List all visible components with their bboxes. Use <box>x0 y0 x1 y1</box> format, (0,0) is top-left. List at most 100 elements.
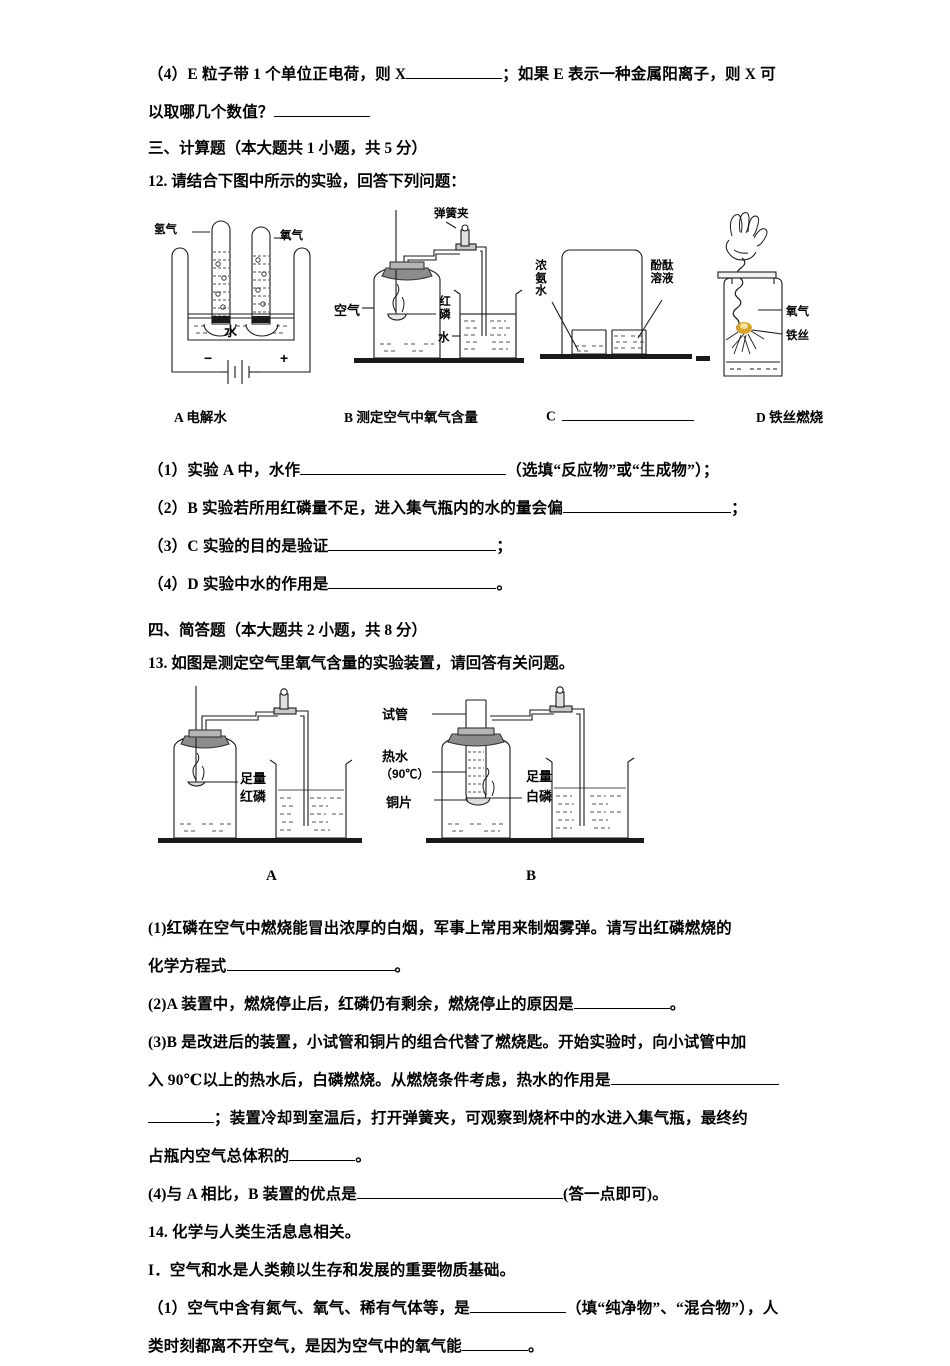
figure-q13-captions: A B <box>148 868 820 890</box>
label-iron-wire: 铁丝 <box>786 330 809 342</box>
answer-blank[interactable] <box>561 406 694 421</box>
figure-q12-apparatus-c: 浓氨水 酚酞溶液 <box>530 238 700 388</box>
answer-blank[interactable] <box>300 459 507 475</box>
q14-item-1-pre: （1）空气中含有氮气、氧气、稀有气体等，是 <box>148 1300 470 1317</box>
section-heading-4: 四、简答题（本大题共 2 小题，共 8 分） <box>148 622 428 639</box>
caption-apparatus-a: A <box>266 868 277 884</box>
question-11-item-4-cont: 以取哪几个数值？ <box>148 94 820 132</box>
answer-blank[interactable] <box>226 955 395 971</box>
q13-item-3-end: 。 <box>355 1148 372 1165</box>
answer-blank[interactable] <box>328 573 497 589</box>
label-hot-water: 热水 <box>382 749 409 764</box>
label-water: 水 <box>224 324 238 339</box>
label-oxygen: 氧气 <box>280 230 303 242</box>
q14-item-1-end: 。 <box>528 1338 544 1355</box>
q12-item-2-post: ； <box>731 500 747 517</box>
label-red-phosphorus: 红磷 <box>439 296 451 321</box>
figure-q12-apparatus-d: 氧气 铁丝 <box>696 206 826 396</box>
label-water-b: 水 <box>438 332 450 344</box>
answer-blank[interactable] <box>610 1069 779 1085</box>
answer-blank[interactable] <box>328 535 497 551</box>
label-test-tube: 试管 <box>382 707 409 722</box>
q12-item-2-pre: （2）B 实验若所用红磷量不足，进入集气瓶内的水的量会偏 <box>148 500 564 517</box>
q11-line1-post: ；如果 E 表示一种金属阳离子，则 X 可 <box>502 66 776 83</box>
caption-c: C <box>546 406 694 425</box>
q13-item-3-line1: (3)B 是改进后的装置，小试管和铜片的组合代替了燃烧匙。开始实验时，向小试管中… <box>148 1034 747 1051</box>
label-spring-clip: 弹簧夹 <box>434 208 469 220</box>
q14-item-1-line1: （1）空气中含有氮气、氧气、稀有气体等，是 （填“纯净物”、“混合物”），人 <box>148 1290 820 1328</box>
answer-blank[interactable] <box>406 63 503 79</box>
q12-item-3-post: ； <box>496 538 513 555</box>
caption-a: A 电解水 <box>174 410 227 425</box>
label-hydrogen: 氢气 <box>154 224 177 236</box>
label-copper-sheet: 铜片 <box>386 795 413 810</box>
figure-q12: 氢气 氧气 水 − + <box>148 206 820 406</box>
q12-item-1: （1）实验 A 中，水作 （选填“反应物”或“生成物”）； <box>148 452 820 490</box>
q13-item-3-line2: 入 90℃以上的热水后，白磷燃烧。从燃烧条件考虑，热水的作用是 <box>148 1062 820 1100</box>
figure-q13-apparatus-b: 试管 热水 （90℃） 铜片 足量 白磷 <box>380 686 710 868</box>
q13-item-2-post: 。 <box>669 996 686 1013</box>
question-14-part-1: I．空气和水是人类赖以生存和发展的重要物质基础。 <box>148 1262 516 1279</box>
q13-item-3-line4: 占瓶内空气总体积的 。 <box>148 1138 820 1176</box>
figure-q13: 足量 红磷 <box>148 686 820 868</box>
label-air: 空气 <box>334 303 361 318</box>
question-13-stem: 13. 如图是测定空气里氧气含量的实验装置，请回答有关问题。 <box>148 655 575 672</box>
answer-blank[interactable] <box>289 1145 356 1161</box>
figure-q12-apparatus-b: 弹簧夹 空气 红磷 水 <box>334 208 524 398</box>
q13-item-2: (2)A 装置中，燃烧停止后，红磷仍有剩余，燃烧停止的原因是 。 <box>148 986 820 1024</box>
caption-d: D 铁丝燃烧 <box>756 410 824 425</box>
label-positive-terminal: + <box>280 350 289 366</box>
label-white-phosphorus: 白磷 <box>526 789 553 804</box>
q14-item-1-line2: 类时刻都离不开空气，是因为空气中的氧气能 。 <box>148 1328 820 1366</box>
section-heading-3: 三、计算题（本大题共 1 小题，共 5 分） <box>148 140 428 157</box>
figure-q12-apparatus-a: 氢气 氧气 水 − + <box>152 212 332 392</box>
answer-blank[interactable] <box>563 497 732 513</box>
q13-item-3-tail: 占瓶内空气总体积的 <box>148 1148 290 1165</box>
q12-item-1-pre: （1）实验 A 中，水作 <box>148 462 301 479</box>
q13-item-1-line2: 化学方程式 。 <box>148 948 820 986</box>
q13-item-1-post: 。 <box>394 958 411 975</box>
q11-line2: 以取哪几个数值？ <box>148 104 274 121</box>
answer-blank[interactable] <box>573 993 670 1009</box>
label-red-phosphorus-a: 红磷 <box>240 789 267 804</box>
label-concentrated-ammonia: 浓氨水 <box>535 260 547 297</box>
q11-line1-pre: （4）E 粒子带 1 个单位正电荷，则 X <box>148 66 407 83</box>
label-hot-water-temperature: （90℃） <box>380 767 430 781</box>
q12-item-4-pre: （4）D 实验中水的作用是 <box>148 576 329 593</box>
q13-item-3-mid: ；装置冷却到室温后，打开弹簧夹，可观察到烧杯中的水进入集气瓶，最终约 <box>214 1110 748 1127</box>
caption-apparatus-b: B <box>526 868 537 884</box>
q13-item-4-post: (答一点即可)。 <box>562 1186 668 1203</box>
q13-item-3-pre: 入 90℃以上的热水后，白磷燃烧。从燃烧条件考虑，热水的作用是 <box>148 1072 611 1089</box>
q13-item-4: (4)与 A 相比，B 装置的优点是 (答一点即可)。 <box>148 1176 820 1214</box>
q14-item-1-post: （填“纯净物”、“混合物”），人 <box>565 1300 779 1317</box>
page-content: （4）E 粒子带 1 个单位正电荷，则 X ；如果 E 表示一种金属阳离子，则 X… <box>148 56 824 1366</box>
label-enough-a: 足量 <box>240 771 267 786</box>
caption-b: B 测定空气中氧气含量 <box>344 410 478 425</box>
label-phenolphthalein-solution: 酚酞溶液 <box>650 260 674 285</box>
answer-blank[interactable] <box>462 1335 529 1351</box>
question-14-stem: 14. 化学与人类生活息息相关。 <box>148 1224 361 1241</box>
q12-item-3-pre: （3）C 实验的目的是验证 <box>148 538 329 555</box>
label-negative-terminal: − <box>204 350 213 366</box>
figure-q13-apparatus-a: 足量 红磷 <box>158 686 428 868</box>
label-oxygen-d: 氧气 <box>786 306 809 318</box>
q13-item-1-pre: 化学方程式 <box>148 958 227 975</box>
q12-item-1-post: （选填“反应物”或“生成物”）； <box>506 462 719 479</box>
answer-blank[interactable] <box>356 1183 563 1199</box>
figure-q12-captions: A 电解水 B 测定空气中氧气含量 C D 铁丝燃烧 <box>148 406 824 432</box>
q13-item-1-line1: (1)红磷在空气中燃烧能冒出浓厚的白烟，军事上常用来制烟雾弹。请写出红磷燃烧的 <box>148 920 732 937</box>
q14-item-1-tail: 类时刻都离不开空气，是因为空气中的氧气能 <box>148 1338 463 1355</box>
label-enough-b: 足量 <box>526 769 553 784</box>
q13-item-2-pre: (2)A 装置中，燃烧停止后，红磷仍有剩余，燃烧停止的原因是 <box>148 996 574 1013</box>
q12-item-4-post: 。 <box>496 576 513 593</box>
question-12-stem: 12. 请结合下图中所示的实验，回答下列问题： <box>148 173 466 190</box>
q12-item-3: （3）C 实验的目的是验证 ； <box>148 528 820 566</box>
q12-item-2: （2）B 实验若所用红磷量不足，进入集气瓶内的水的量会偏 ； <box>148 490 820 528</box>
question-11-item-4: （4）E 粒子带 1 个单位正电荷，则 X ；如果 E 表示一种金属阳离子，则 X… <box>148 56 820 94</box>
answer-blank[interactable] <box>273 101 370 117</box>
answer-blank[interactable] <box>469 1297 566 1313</box>
q13-item-4-pre: (4)与 A 相比，B 装置的优点是 <box>148 1186 357 1203</box>
q12-item-4: （4）D 实验中水的作用是 。 <box>148 566 820 604</box>
answer-blank[interactable] <box>148 1107 214 1123</box>
